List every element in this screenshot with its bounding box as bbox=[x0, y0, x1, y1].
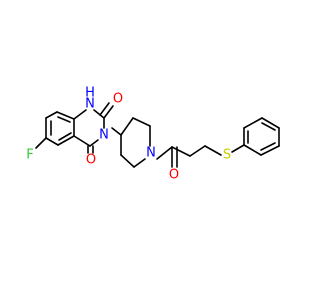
bond bbox=[73, 135, 91, 147]
bond bbox=[93, 109, 105, 119]
bond bbox=[204, 145, 222, 156]
bond bbox=[56, 111, 75, 120]
bond bbox=[89, 139, 99, 147]
n3-nitrogen-label: N bbox=[99, 128, 109, 143]
bond bbox=[261, 122, 276, 131]
bond bbox=[99, 102, 110, 116]
bond bbox=[260, 145, 280, 156]
bond bbox=[260, 142, 276, 151]
bond bbox=[243, 144, 262, 156]
bond bbox=[133, 158, 146, 168]
bond bbox=[111, 127, 122, 136]
atom-labels: H N O F N O N O S bbox=[26, 86, 231, 183]
sulfur-label: S bbox=[223, 148, 231, 163]
upper-oxygen-label: O bbox=[113, 92, 123, 107]
bond bbox=[189, 145, 206, 157]
bond bbox=[120, 154, 135, 168]
bond bbox=[171, 146, 191, 157]
nh-nitrogen-label: N bbox=[85, 97, 95, 112]
molecule-canvas: H N O F N O N O S bbox=[26, 85, 280, 183]
bond bbox=[156, 146, 173, 160]
bond bbox=[35, 137, 47, 149]
bond bbox=[45, 111, 58, 119]
bonds bbox=[35, 102, 280, 168]
bond bbox=[103, 105, 114, 119]
bond bbox=[57, 116, 71, 123]
bond bbox=[120, 117, 134, 136]
acyl-oxygen-label: O bbox=[169, 168, 179, 183]
bond bbox=[261, 117, 280, 129]
fluorine-label: F bbox=[26, 148, 33, 163]
bond bbox=[73, 109, 87, 120]
structure-diagram: H N O F N O N O S bbox=[26, 86, 280, 183]
bond bbox=[132, 117, 151, 127]
nh-hydrogen-label: H bbox=[85, 86, 95, 101]
lower-oxygen-label: O bbox=[86, 153, 96, 168]
bond bbox=[45, 137, 59, 146]
bond bbox=[243, 117, 263, 129]
piperidine-nitrogen-label: N bbox=[146, 146, 156, 161]
bond bbox=[231, 144, 245, 153]
bond bbox=[57, 135, 75, 146]
bond bbox=[58, 132, 72, 141]
